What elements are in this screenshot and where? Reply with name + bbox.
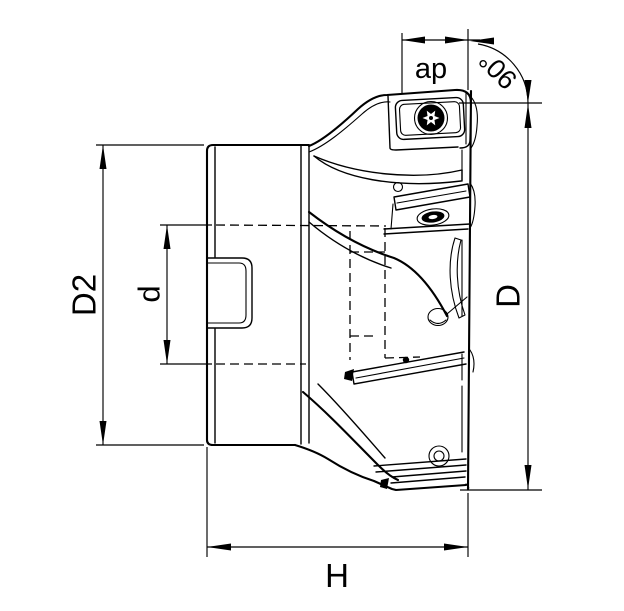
mid-flute-wall-inner — [308, 221, 392, 269]
d2-extension-lines — [96, 144, 204, 446]
lower-flute-wall-inner — [317, 383, 386, 459]
d-arrow-bottom — [163, 340, 171, 364]
middle-pocket-floor — [383, 223, 471, 235]
cutting-face-edge — [466, 89, 473, 491]
third-insert-inner — [355, 357, 465, 379]
middle-screw-ring — [416, 208, 450, 226]
cutter-body — [205, 88, 478, 492]
top-gash-lower-curve — [313, 155, 463, 185]
dimension-d2: D2 — [66, 144, 204, 446]
face-sliver — [449, 237, 466, 319]
big-d-label: D — [490, 284, 527, 308]
middle-pocket-wall — [390, 203, 394, 230]
torx-center-dot — [429, 116, 433, 120]
big-d-arrow-top — [524, 104, 532, 128]
clamp-bar — [393, 183, 471, 211]
third-station-dot — [402, 356, 410, 364]
bottom-screw-hole — [433, 450, 445, 462]
dimension-angle-90: 90° — [470, 37, 532, 104]
big-d-arrow-bottom — [524, 465, 532, 489]
angle-arrow-top — [470, 37, 494, 45]
ap-extension-lines — [401, 29, 469, 94]
insert-station-middle — [383, 181, 471, 319]
head-bottom-curve — [293, 443, 468, 492]
angle-arrow-bottom — [524, 80, 532, 103]
d2-arrow-bottom — [99, 421, 107, 445]
bore-top-hidden-line — [215, 224, 387, 227]
d2-arrow-top — [99, 145, 107, 169]
ap-arrow-left — [402, 36, 425, 44]
dimension-d: d — [132, 224, 212, 365]
insert-station-bottom — [373, 445, 467, 489]
ap-label: ap — [415, 53, 447, 85]
middle-screw-slot — [428, 214, 438, 220]
face-bulges — [465, 96, 478, 491]
screw-washer-ring — [413, 100, 449, 136]
hidden-bore-lines — [215, 224, 421, 365]
third-face-diagonal — [446, 296, 468, 315]
dimension-h: H — [206, 447, 469, 594]
d-label: d — [132, 285, 167, 302]
top-pocket-outline — [387, 95, 472, 151]
third-insert-end-cap — [344, 369, 354, 381]
coolant-hole — [427, 307, 449, 327]
coolant-hole-arc — [429, 319, 447, 325]
head-top-curve — [307, 88, 473, 148]
flute-curves — [301, 210, 449, 482]
lower-flute-wall — [301, 390, 400, 482]
body-step-lines — [300, 144, 310, 445]
ap-arrow-right — [445, 36, 468, 44]
h-label: H — [325, 557, 349, 594]
clamp-bar-inner — [396, 190, 467, 204]
insert-station-top — [313, 92, 472, 185]
dimension-ap: ap — [401, 29, 480, 94]
flange-outline — [205, 143, 311, 447]
bottom-insert-end-cap — [380, 478, 389, 489]
keyway-boss — [206, 257, 253, 329]
h-extension-lines — [206, 447, 469, 557]
d-arrow-top — [163, 225, 171, 249]
keyway-boss-inner — [206, 262, 247, 324]
angle-label: 90° — [473, 45, 523, 95]
middle-screw — [416, 208, 450, 226]
d-extension-lines — [160, 224, 212, 365]
bottom-screw-boss — [428, 445, 450, 467]
h-arrow-left — [207, 543, 231, 551]
dimension-big-d: D — [459, 102, 542, 491]
d2-label: D2 — [66, 274, 103, 316]
top-insert-outer — [394, 96, 466, 141]
h-arrow-right — [444, 543, 468, 551]
head-top-curve-inner — [308, 101, 391, 153]
mid-flute-wall — [307, 210, 449, 318]
top-gash-upper-curve — [313, 155, 463, 176]
insert-station-third — [344, 296, 468, 385]
bottom-insert-edges — [390, 470, 467, 484]
bottom-pocket-floor — [373, 458, 467, 473]
clamp-pin — [392, 181, 404, 193]
